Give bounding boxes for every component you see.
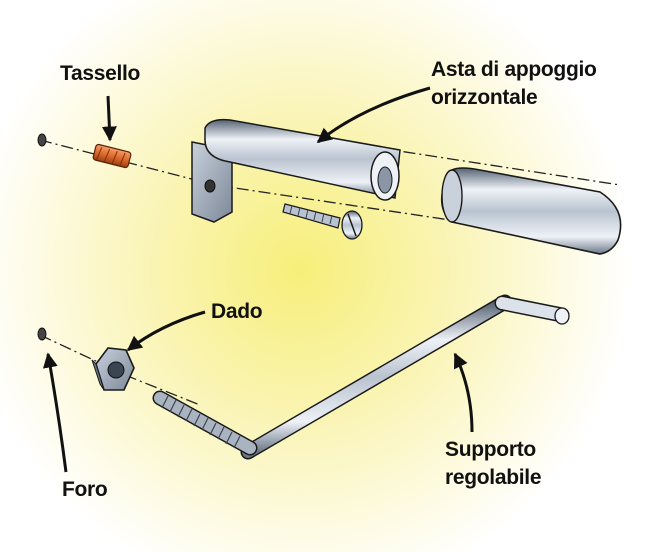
arrow-asta (316, 86, 431, 144)
arrow-dado (126, 310, 206, 352)
hole-lower (37, 327, 47, 341)
label-supporto-line1: Supporto (445, 438, 536, 461)
label-supporto-line2: regolabile (445, 466, 542, 489)
horizontal-bar (204, 118, 401, 201)
horizontal-bar-end (440, 167, 622, 255)
hole-upper (37, 133, 47, 147)
label-asta-line1: Asta di appoggio (431, 58, 597, 81)
label-asta-line2: orizzontale (431, 86, 538, 109)
arrow-supporto (453, 352, 474, 433)
adjustable-support-part (152, 294, 570, 460)
screw-part (282, 203, 363, 240)
label-foro: Foro (62, 478, 108, 501)
arrow-tassello (101, 95, 117, 142)
dowel-part (92, 143, 132, 169)
callout-arrows (42, 86, 474, 473)
arrow-foro (42, 352, 68, 473)
nut-part (91, 347, 135, 391)
label-tassello: Tassello (60, 62, 141, 85)
label-dado: Dado (211, 300, 263, 323)
